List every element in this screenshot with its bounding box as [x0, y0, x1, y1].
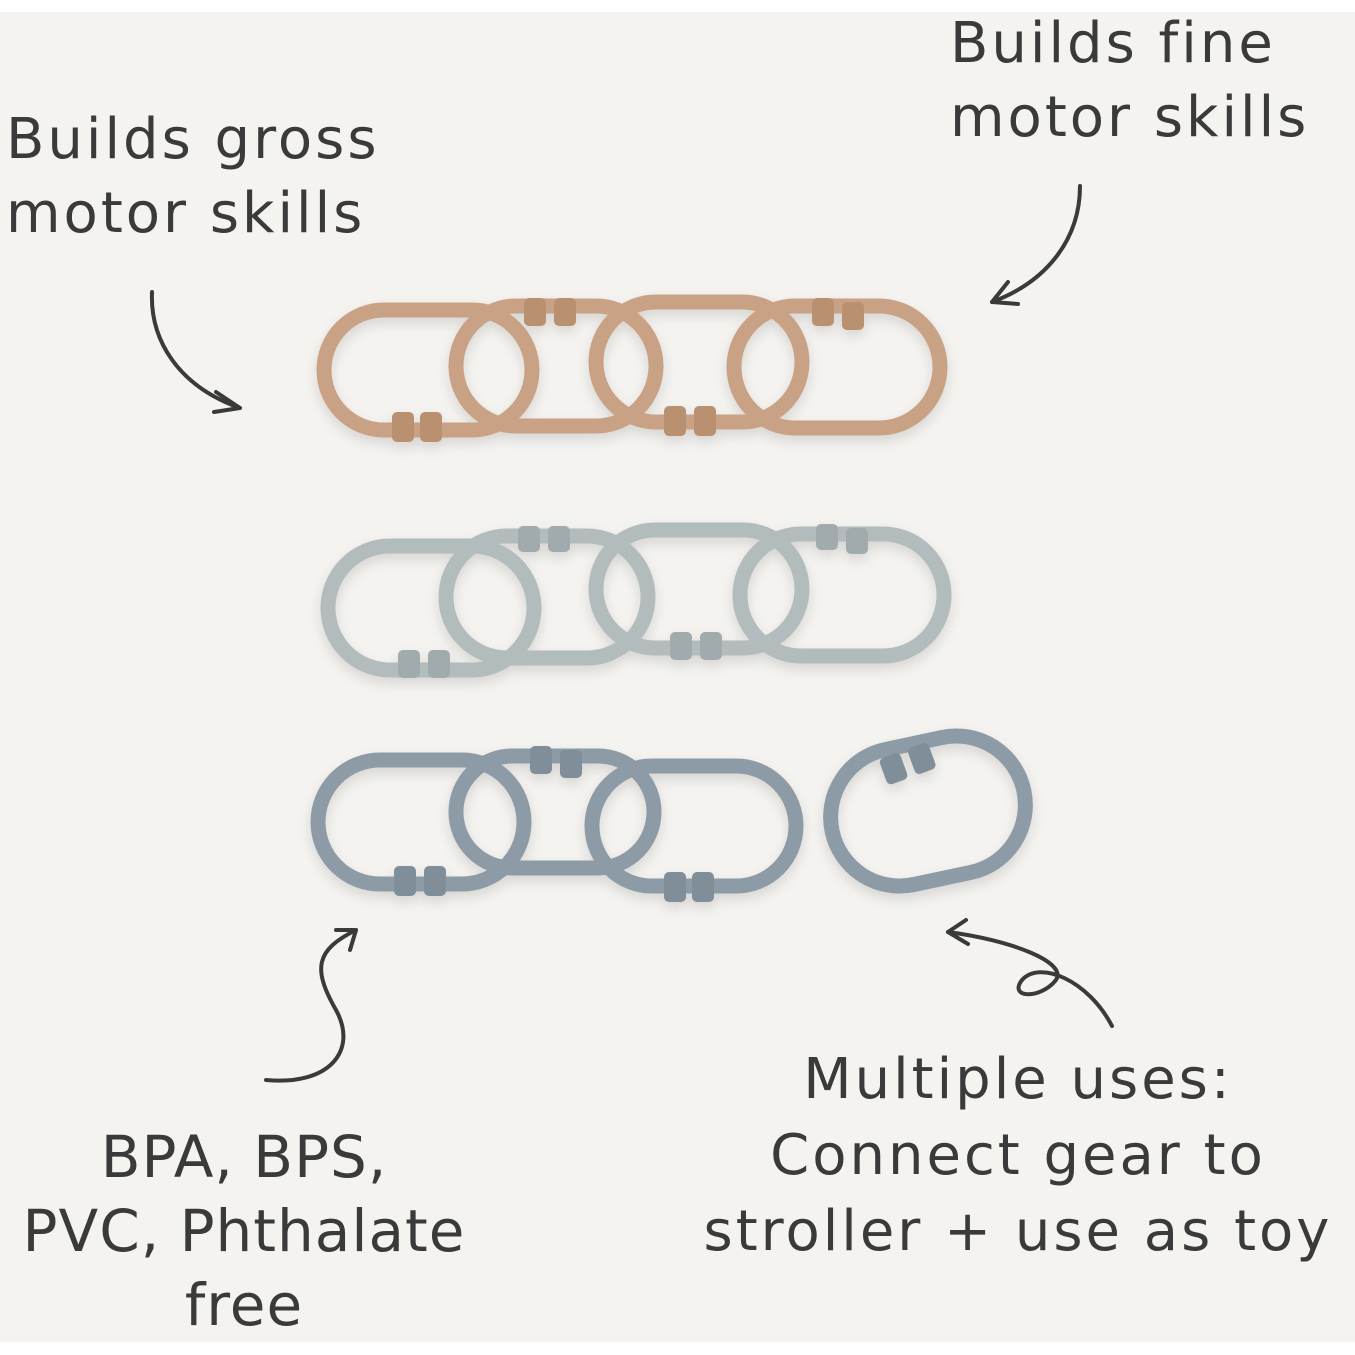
materials-annotation: BPA, BPS, PVC, Phthalate free — [14, 1128, 474, 1334]
uses-line-3: stroller + use as toy — [703, 1199, 1333, 1264]
product-canvas — [0, 12, 1355, 1342]
materials-line-3: free — [184, 1271, 304, 1339]
sage-link-3 — [588, 522, 810, 656]
arrow-gross-motor — [149, 290, 242, 414]
slate-clasps — [394, 746, 714, 902]
gross-motor-line-2: motor skills — [6, 181, 366, 246]
slate-link-chain — [310, 746, 804, 902]
slate-single-link — [823, 728, 1033, 894]
slate-link-2 — [448, 748, 662, 876]
sage-link-2 — [438, 528, 656, 666]
tan-link-4 — [726, 298, 948, 436]
uses-line-2: Connect gear to — [770, 1123, 1266, 1188]
arrow-fine-motor — [990, 184, 1082, 306]
tan-link-chain — [316, 294, 948, 442]
fine-motor-annotation: Builds fine motor skills — [950, 16, 1309, 146]
tan-clasps — [392, 298, 864, 442]
materials-line-2: PVC, Phthalate — [22, 1197, 466, 1265]
gross-motor-annotation: Builds gross motor skills — [6, 112, 380, 242]
slate-link-1 — [310, 752, 532, 892]
arrow-uses — [946, 918, 1114, 1028]
fine-motor-line-2: motor skills — [950, 85, 1310, 150]
sage-link-chain — [320, 522, 952, 678]
sage-link-4 — [732, 526, 952, 664]
sage-clasps — [398, 524, 868, 678]
uses-line-1: Multiple uses: — [803, 1047, 1233, 1112]
gross-motor-line-1: Builds gross — [6, 107, 380, 172]
materials-line-1: BPA, BPS, — [100, 1123, 388, 1191]
arrow-materials — [264, 928, 358, 1083]
fine-motor-line-1: Builds fine — [950, 11, 1276, 76]
uses-annotation: Multiple uses: Connect gear to stroller … — [686, 1052, 1350, 1260]
